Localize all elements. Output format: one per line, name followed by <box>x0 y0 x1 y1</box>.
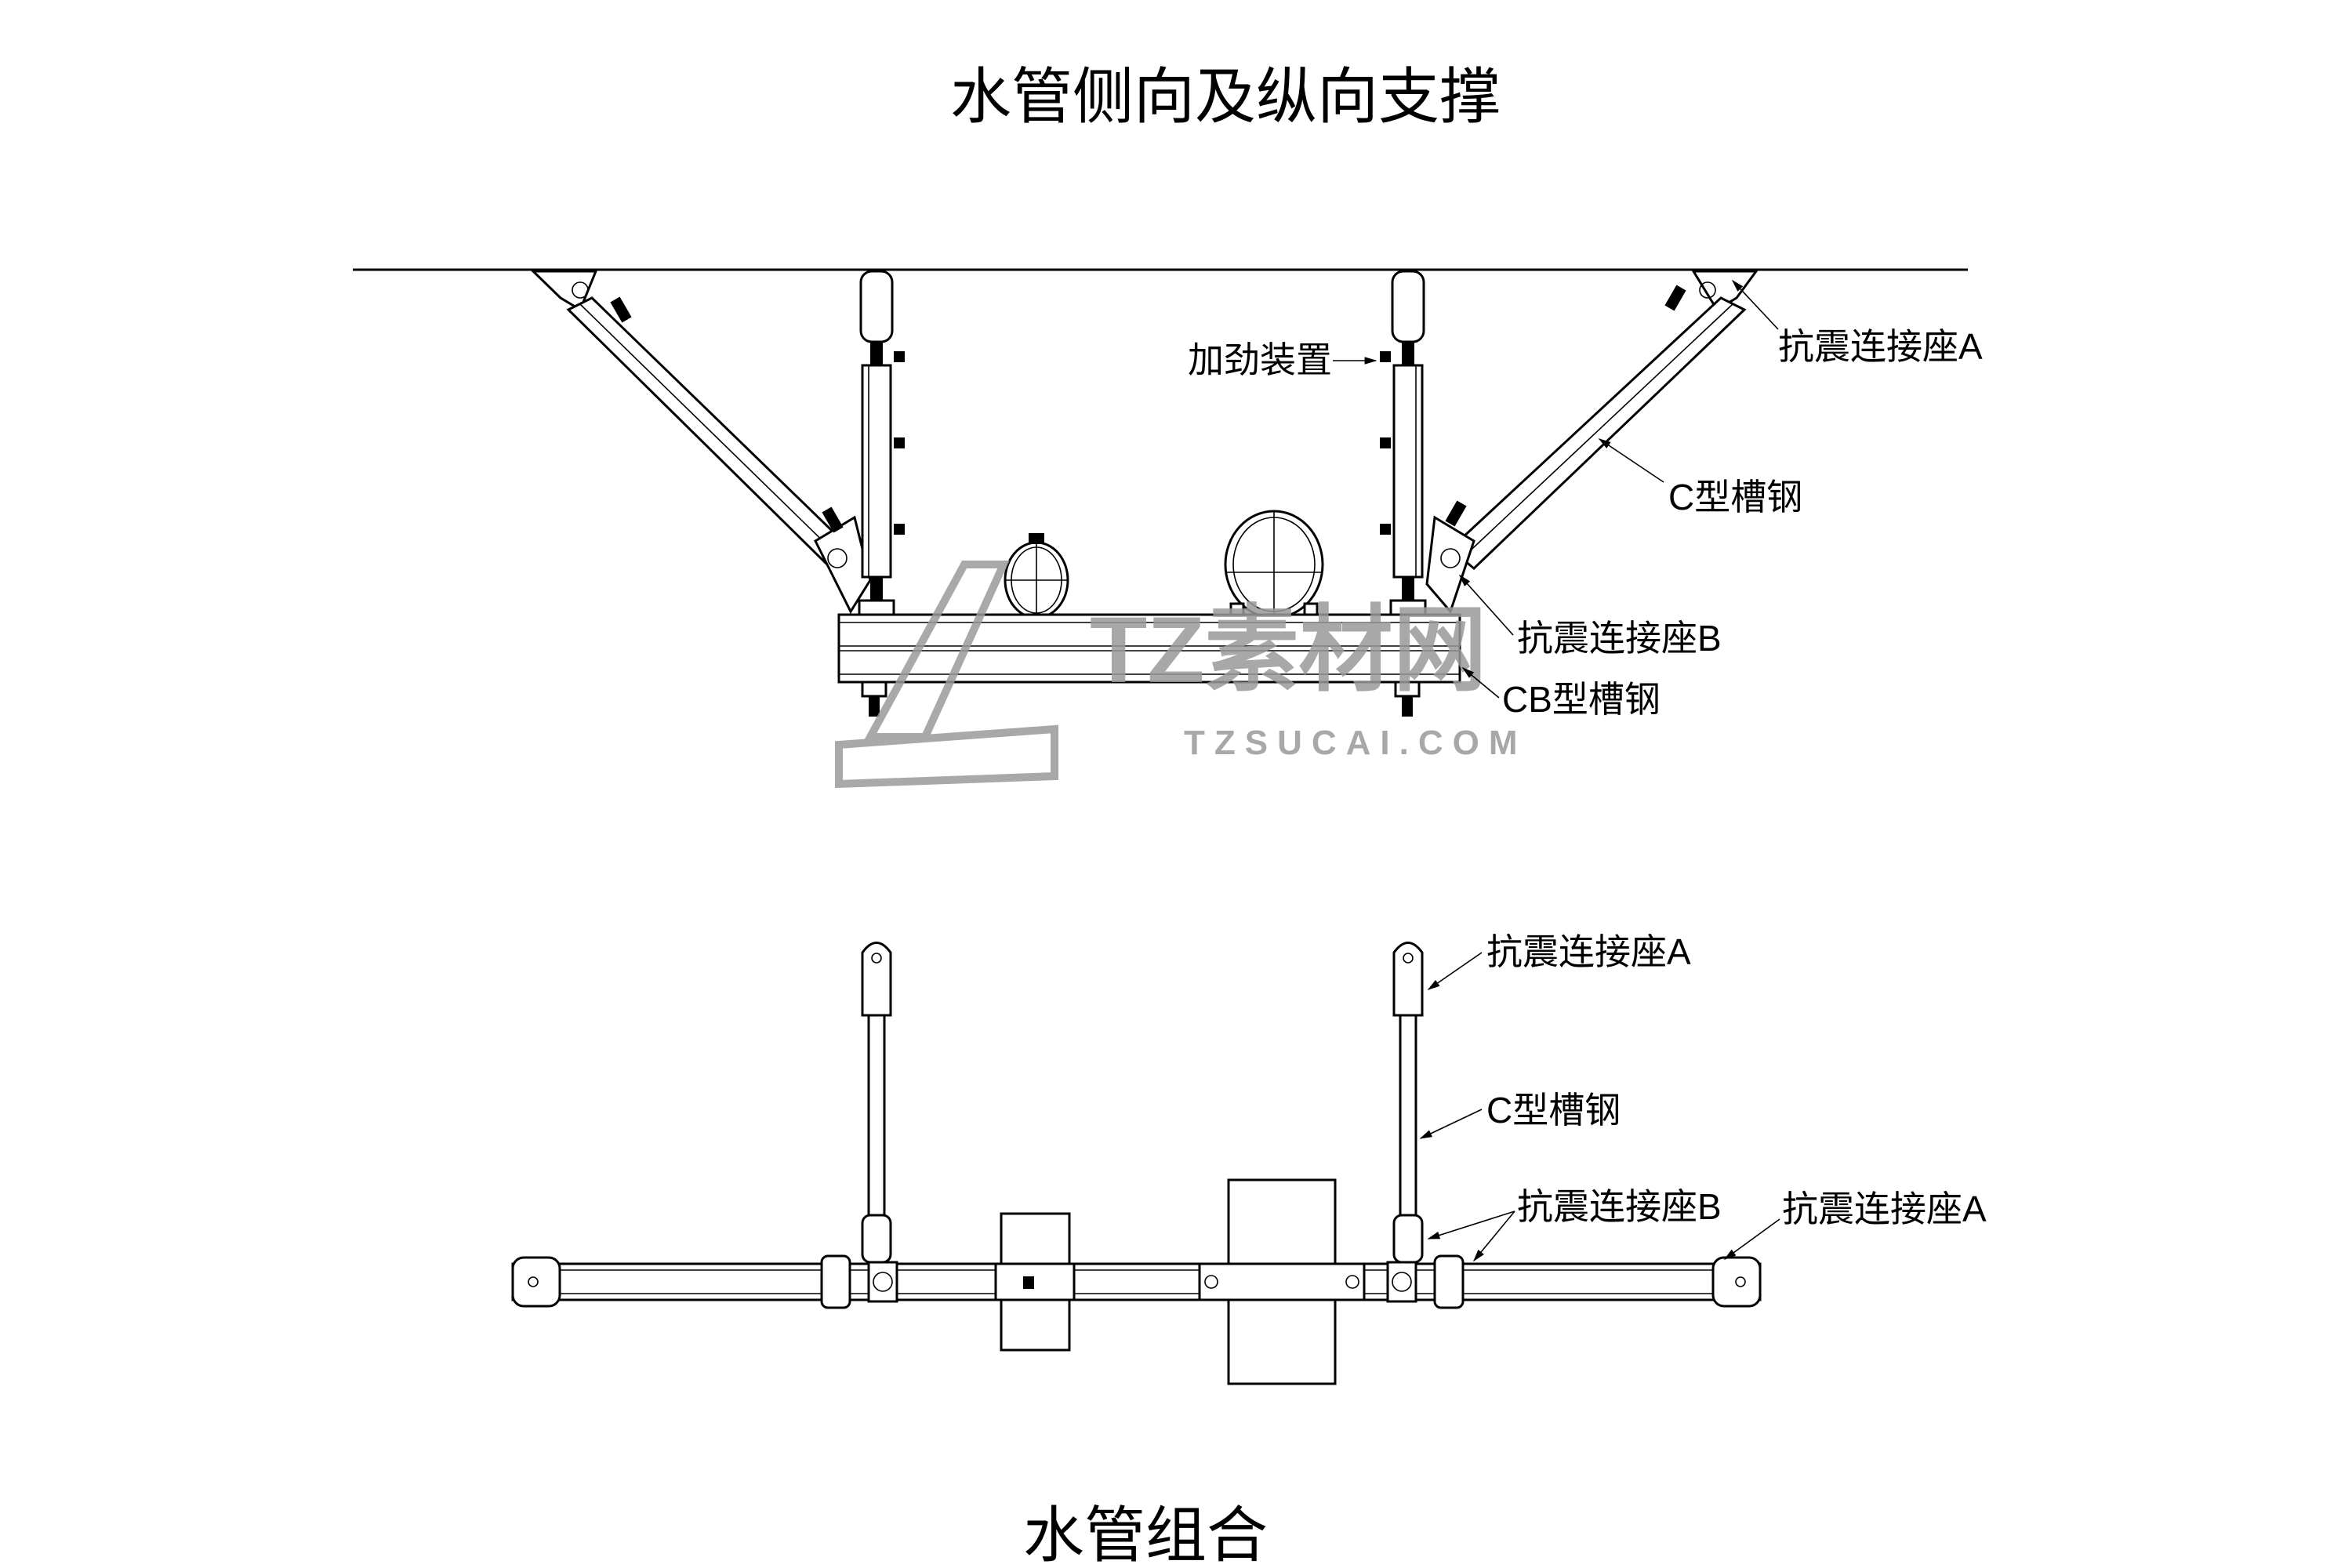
large-pipe <box>1198 1178 1366 1385</box>
stiffener-bolt <box>894 524 905 535</box>
right-vertical-hanger <box>1380 270 1427 618</box>
small-pipe-clamp <box>1004 533 1069 619</box>
watermark-brand: TZ素材网 <box>1090 597 1487 702</box>
left-vertical-hanger <box>858 270 905 618</box>
label-c-channel-bottom: C型槽钢 <box>1486 1090 1621 1131</box>
cb-channel <box>837 613 1461 717</box>
watermark-url: TZSUCAI.COM <box>1184 724 1527 762</box>
right-c-channel-vertical <box>1392 942 1424 1268</box>
horizontal-c-channel <box>511 1254 1762 1309</box>
top-view-title: 水管侧向及纵向支撑 <box>950 62 1501 131</box>
right-diagonal-brace <box>1425 270 1759 614</box>
label-c-channel: C型槽钢 <box>1668 477 1802 517</box>
left-diagonal-brace <box>530 270 872 615</box>
stiffener-bolt <box>1380 351 1391 362</box>
large-pipe-clamp <box>1224 510 1324 619</box>
label-seismic-connector-a-top: 抗震连接座A <box>1486 931 1691 972</box>
stiffener-bolt <box>1380 437 1391 448</box>
stiffener-bolt <box>894 437 905 448</box>
label-seismic-connector-a: 抗震连接座A <box>1778 326 1983 367</box>
small-pipe <box>994 1212 1076 1352</box>
label-seismic-connector-b-bottom: 抗震连接座B <box>1517 1186 1722 1227</box>
stiffener-bolt <box>1380 524 1391 535</box>
label-seismic-connector-b: 抗震连接座B <box>1517 618 1722 659</box>
left-c-channel-vertical <box>861 942 892 1268</box>
label-stiffener: 加劲装置 <box>1188 339 1332 380</box>
label-cb-channel: CB型槽钢 <box>1502 679 1661 720</box>
bottom-view-title: 水管组合 <box>1023 1501 1268 1568</box>
watermark: TZ素材网 TZSUCAI.COM <box>835 561 1527 789</box>
label-seismic-connector-a-right: 抗震连接座A <box>1782 1189 1987 1229</box>
stiffener-bolt <box>894 351 905 362</box>
